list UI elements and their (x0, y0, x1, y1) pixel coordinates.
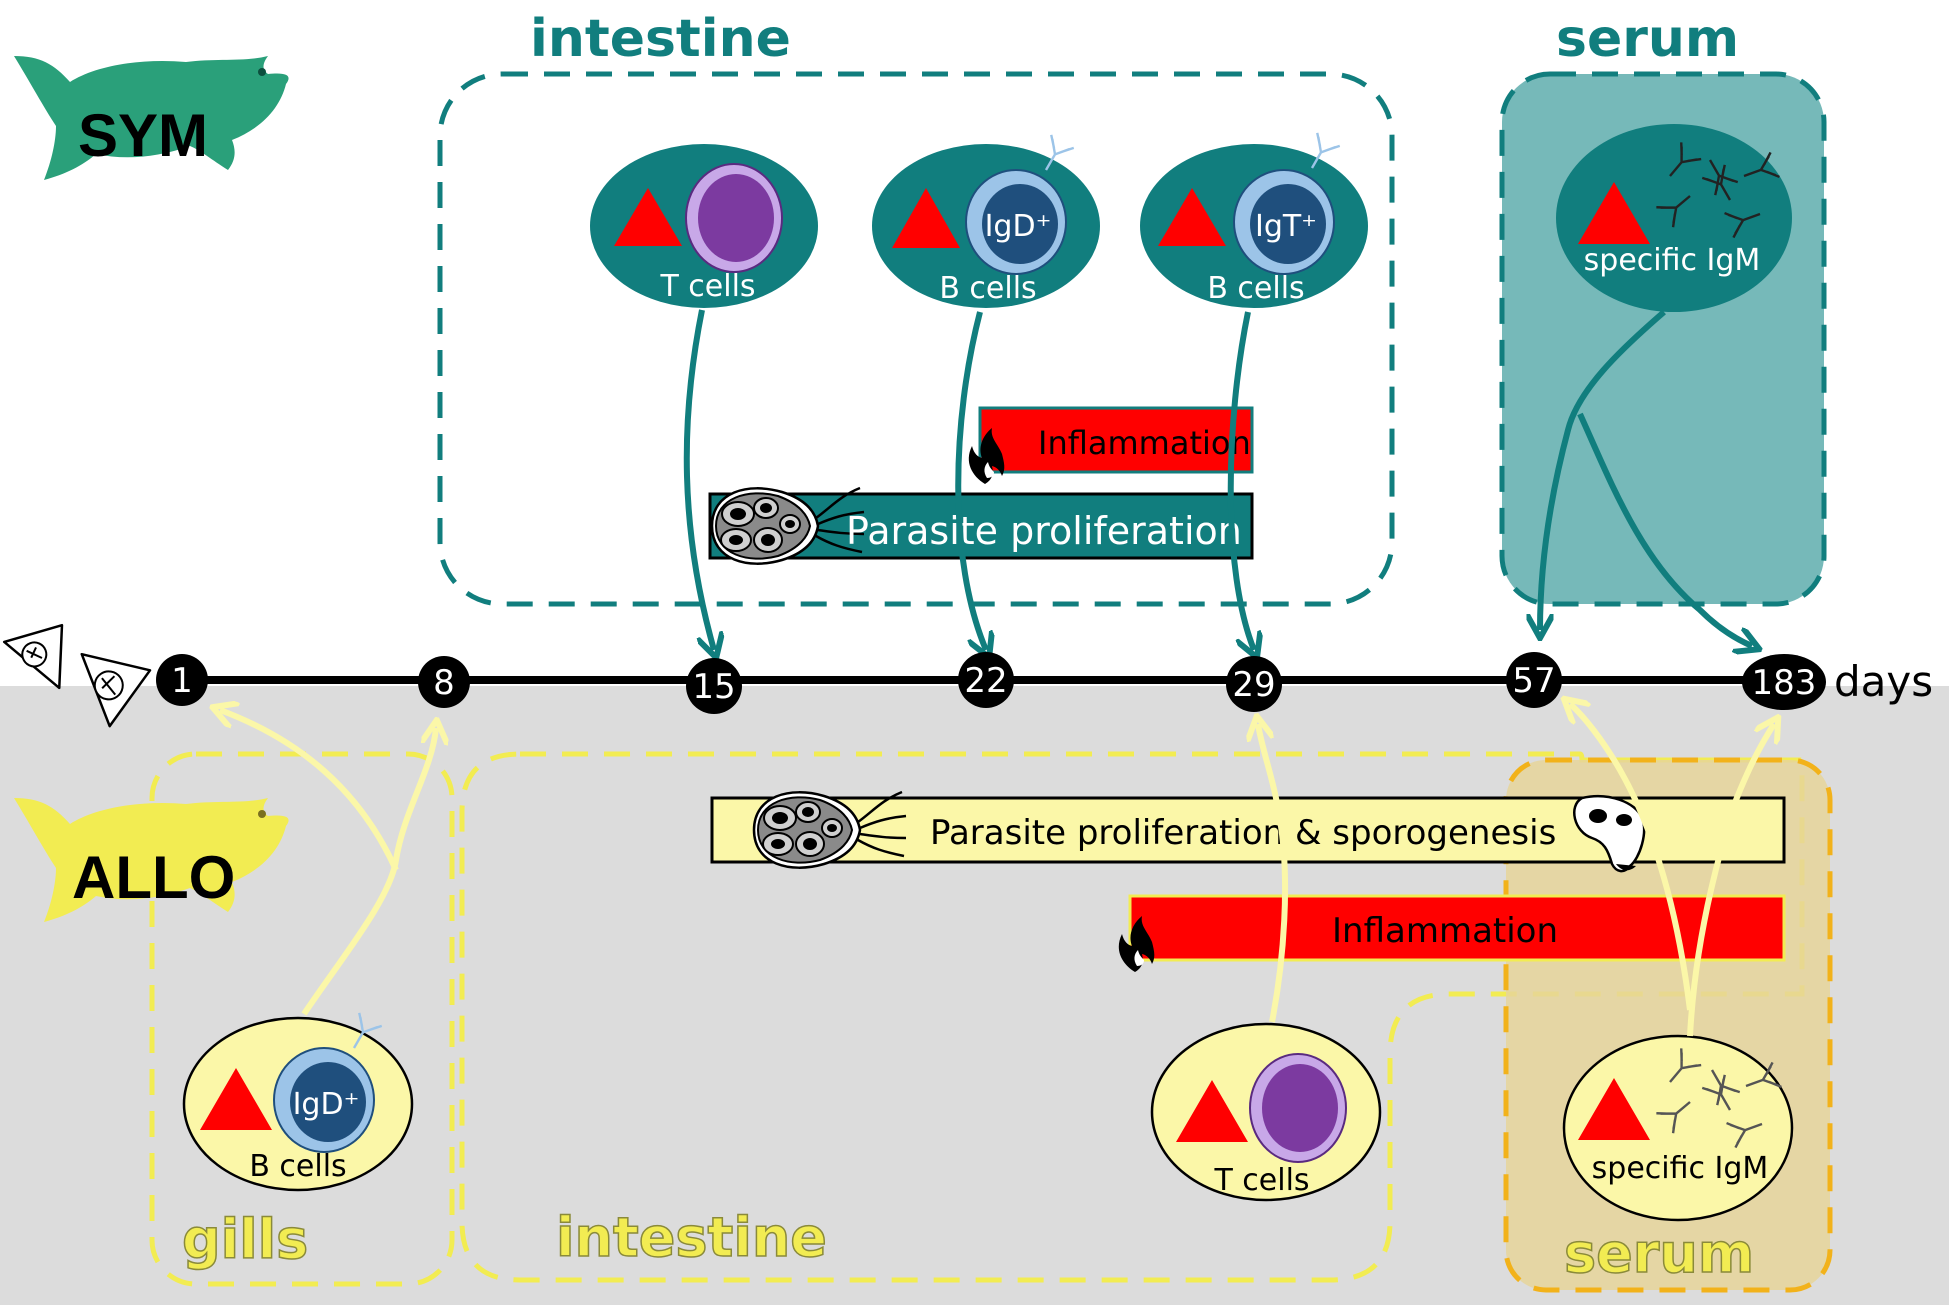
allo-parasite-label: Parasite proliferation & sporogenesis (930, 813, 1556, 853)
day-marker: 15 (686, 658, 742, 714)
allo-gills-b-cell: IgD⁺ B cells (182, 1011, 414, 1192)
antigen-triangle-icon (1578, 182, 1650, 244)
day-marker: 183 (1742, 654, 1826, 710)
arrow-icon (1258, 724, 1289, 1023)
sym-intestine-title: intestine (530, 9, 791, 69)
allo-gills-receptor: IgD⁺ (293, 1087, 360, 1122)
sym-igt-b-cell-label: B cells (1207, 271, 1304, 306)
sym-igt-receptor: IgT⁺ (1255, 209, 1317, 244)
allo-serum-igm: specific IgM (1562, 1034, 1794, 1222)
sym-inflammation-bar: Inflammation (968, 406, 1254, 484)
allo-parasite-bar: Parasite proliferation & sporogenesis (710, 790, 1786, 873)
arrow-icon (301, 728, 436, 1016)
day-marker: 1 (156, 654, 208, 706)
antigen-triangle-icon (1578, 1078, 1650, 1140)
day-marker: 8 (418, 656, 470, 708)
day-label: 29 (1232, 665, 1275, 705)
arrow-icon (1540, 309, 1666, 630)
day-label: 57 (1512, 661, 1555, 701)
sym-igd-b-cell-label: B cells (939, 271, 1036, 306)
sym-serum-title: serum (1556, 9, 1739, 69)
allo-gills-b-cell-label: B cells (249, 1149, 346, 1184)
sym-t-cell: T cells (590, 144, 818, 308)
antigen-triangle-icon (200, 1068, 272, 1130)
sym-serum-igm-label: specific IgM (1584, 243, 1761, 278)
sym-fish-icon: SYM (14, 56, 289, 180)
sym-fish-label: SYM (78, 102, 208, 169)
arrow-icon (1687, 724, 1774, 1037)
day-marker: 29 (1226, 656, 1282, 712)
allo-inflammation-label: Inflammation (1332, 911, 1558, 951)
allo-serum-igm-label: specific IgM (1592, 1151, 1769, 1186)
allo-inflammation-bar: Inflammation (1118, 894, 1786, 972)
allo-t-cell-label: T cells (1213, 1163, 1309, 1198)
antigen-triangle-icon (614, 188, 682, 246)
day-label: 22 (964, 661, 1007, 701)
sym-inflammation-label: Inflammation (1038, 424, 1251, 462)
day-marker: 57 (1506, 652, 1562, 708)
allo-t-cell: T cells (1150, 1022, 1382, 1202)
day-label: 8 (433, 663, 455, 703)
sym-igd-b-cell: IgD⁺ B cells (872, 133, 1100, 308)
antigen-triangle-icon (1176, 1080, 1248, 1142)
days-unit-label: days (1834, 657, 1933, 706)
arrow-icon (1570, 704, 1693, 1011)
spore-icon (2, 623, 152, 728)
sym-t-cell-label: T cells (659, 269, 755, 304)
antigen-triangle-icon (1158, 188, 1226, 246)
sym-igd-receptor: IgD⁺ (985, 209, 1052, 244)
sym-serum-igm: specific IgM (1556, 124, 1792, 312)
timeline: 1 8 15 22 29 57 183 days (2, 623, 1933, 728)
allo-gills-title: gills (182, 1208, 308, 1271)
arrow-icon (1227, 311, 1254, 650)
arrow-icon (1577, 412, 1752, 646)
day-label: 15 (692, 667, 735, 707)
arrow-icon (683, 309, 714, 650)
arrow-icon (220, 710, 399, 872)
sym-parasite-bar: Parasite proliferation (708, 486, 1254, 565)
day-label: 183 (1752, 663, 1817, 703)
allo-serum-title: serum (1564, 1222, 1754, 1285)
day-label: 1 (171, 661, 193, 701)
allo-intestine-title: intestine (556, 1206, 827, 1269)
sym-igt-b-cell: IgT⁺ B cells (1140, 131, 1368, 308)
arrow-icon (955, 311, 986, 650)
sym-parasite-label: Parasite proliferation (846, 509, 1242, 553)
day-marker: 22 (958, 652, 1014, 708)
antigen-triangle-icon (892, 188, 960, 248)
